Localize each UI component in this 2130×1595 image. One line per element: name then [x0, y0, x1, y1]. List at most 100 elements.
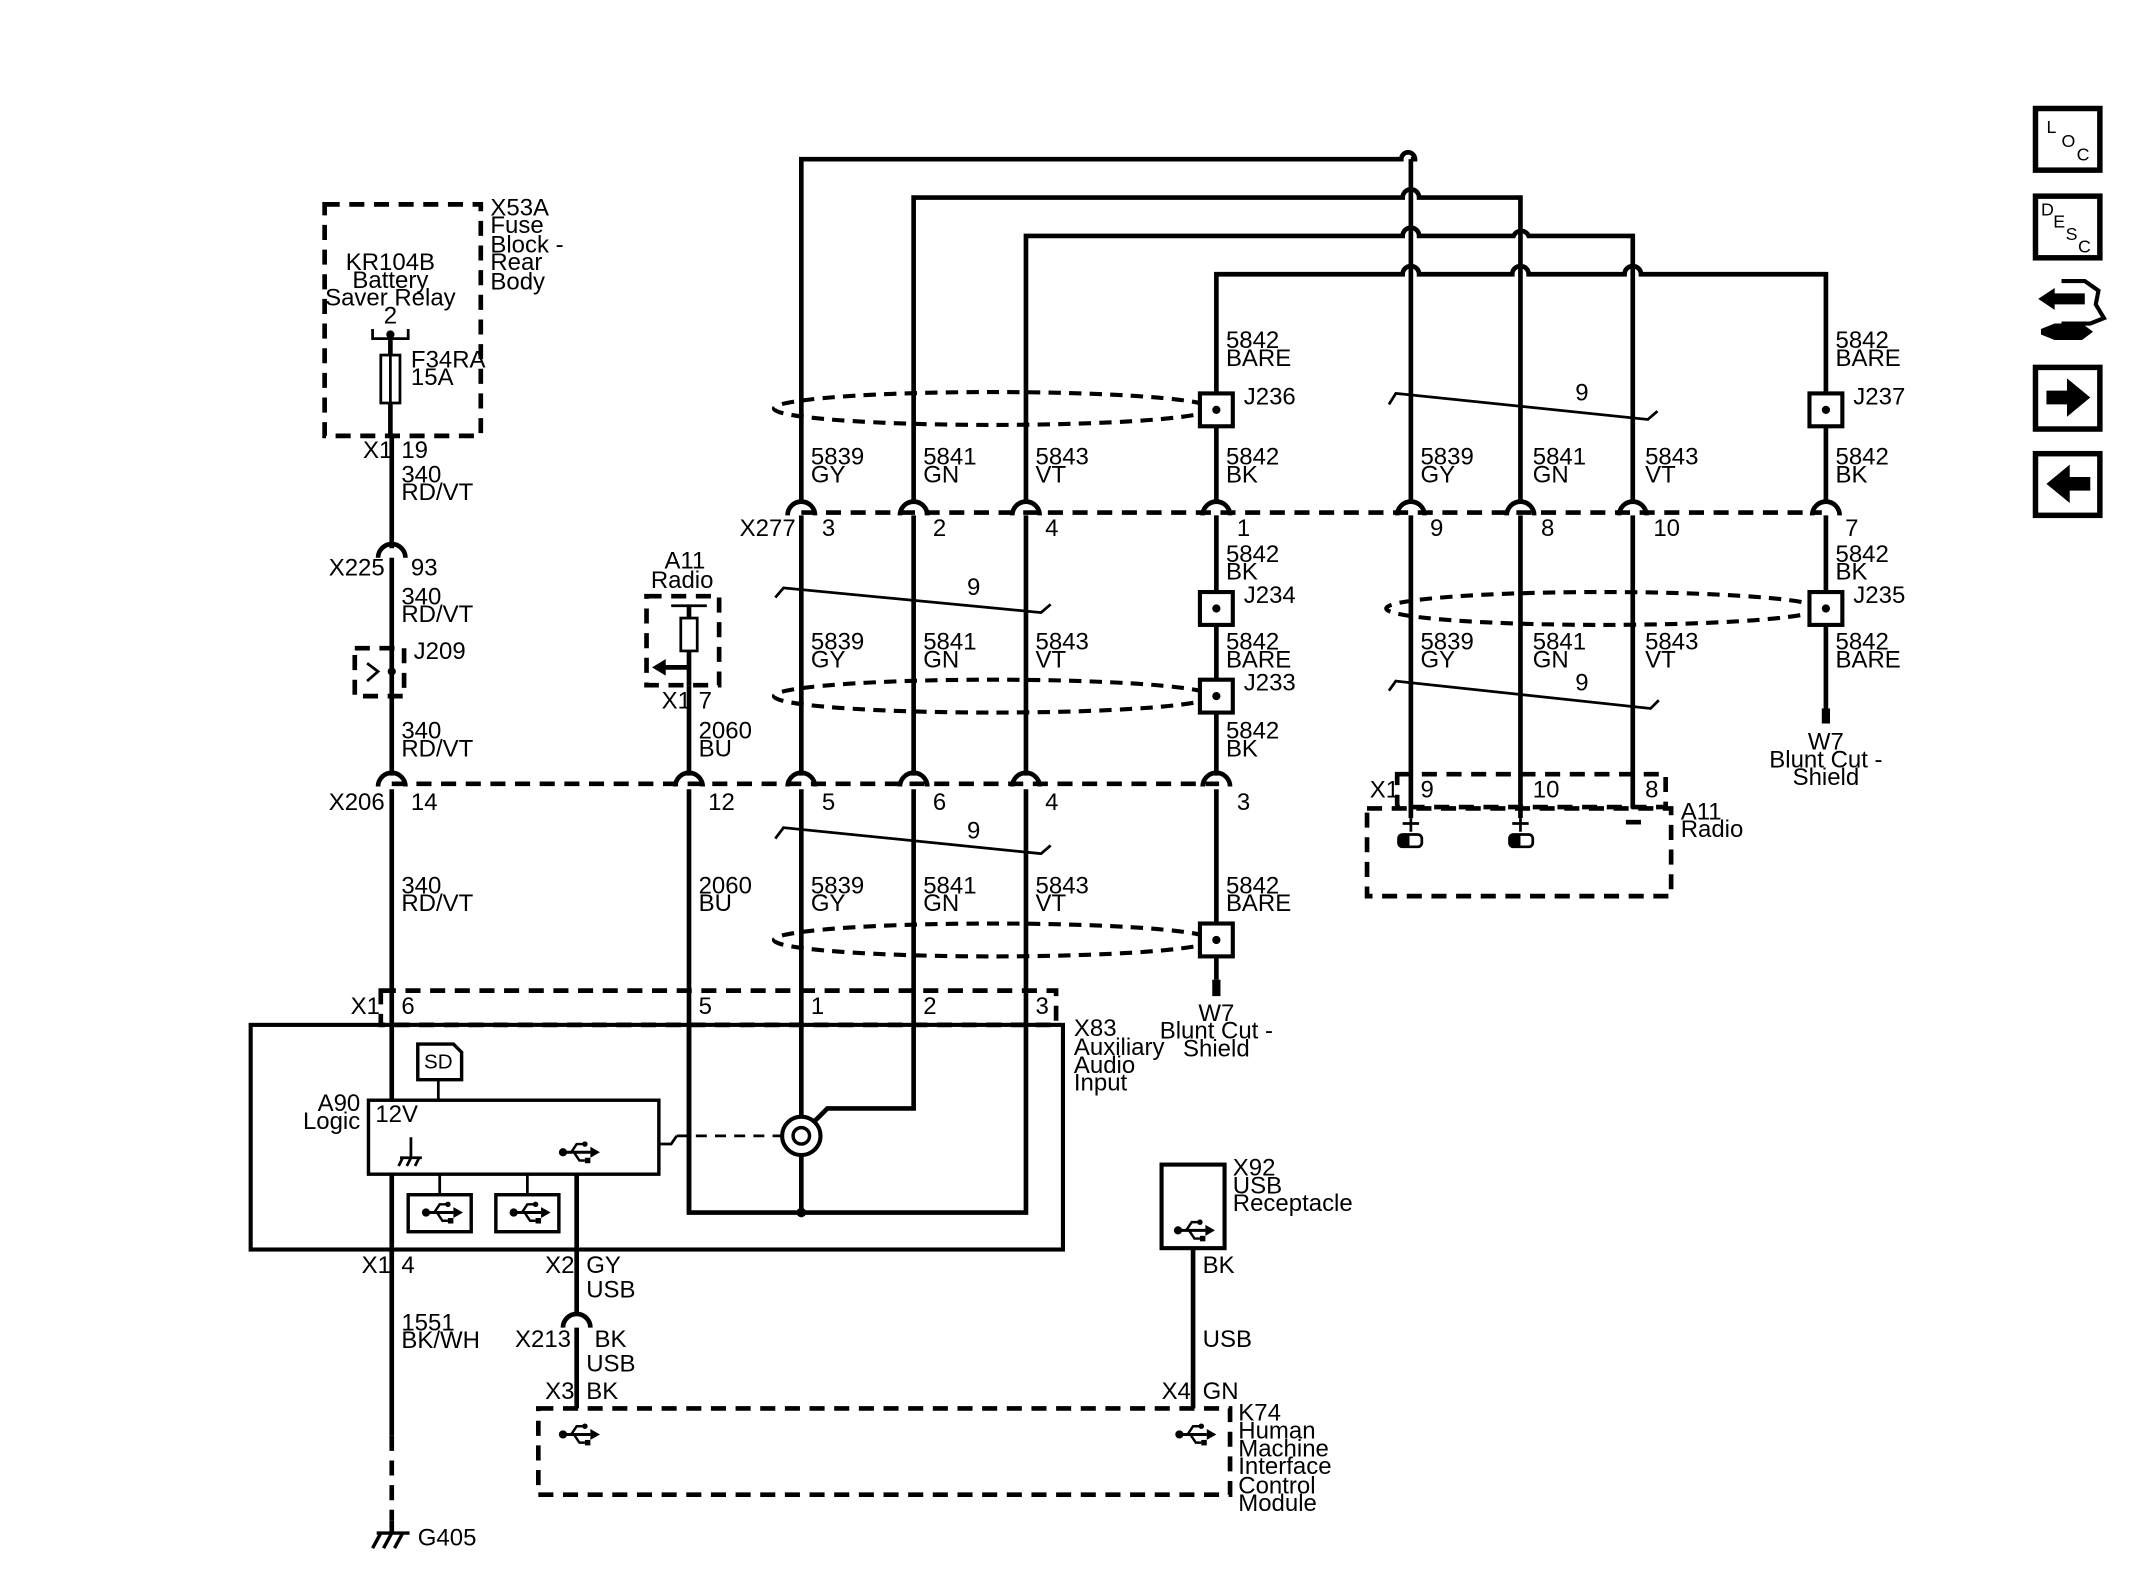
w5841-f-1: 5841	[923, 872, 976, 899]
wire-label-2060: 2060	[699, 718, 752, 745]
k74-ref: K74	[1238, 1400, 1281, 1427]
fuse-block-ref: X53A	[490, 194, 549, 221]
x92-ref: X92	[1233, 1155, 1276, 1182]
relay-ref: KR104B	[346, 249, 435, 276]
w5842-bk-e-2: BK	[1835, 559, 1867, 586]
arrow-right-icon	[2046, 378, 2091, 417]
w5842-bare-e-1: 5842	[1835, 629, 1888, 656]
x213-usb: USB	[586, 1350, 635, 1377]
a90-logic-box	[366, 1098, 661, 1176]
j235-label: J235	[1853, 582, 1905, 609]
x206-ref: X206	[329, 789, 385, 816]
k74-name-5: Module	[1238, 1490, 1317, 1517]
ground-ref: G405	[418, 1524, 477, 1551]
wire-color-340c: RD/VT	[401, 735, 473, 762]
twist-count-upper-right: 9	[1575, 379, 1588, 406]
j209-label: J209	[414, 638, 466, 665]
wire-label-1551: 1551	[401, 1309, 454, 1336]
k74-name-4: Control	[1238, 1472, 1315, 1499]
splice-j237	[1809, 393, 1842, 426]
connector-wrench-icon[interactable]	[2038, 279, 2107, 340]
splice-j236	[1200, 393, 1233, 426]
middle-left-section: 5842 BK J234 5842 BARE 9 5839 GY 5841 GN…	[771, 515, 1296, 776]
w5839-e-1: 5839	[1420, 629, 1473, 656]
wire-340-path: 340 RD/VT X225 93 340 RD/VT J209 340 RD/…	[329, 435, 474, 1025]
x92-name-2: Receptacle	[1233, 1190, 1353, 1217]
a11-top-name: Radio	[651, 567, 714, 594]
w5841-b-1: 5841	[1533, 444, 1586, 471]
next-page-button[interactable]	[2032, 364, 2103, 432]
w5839-f-1: 5839	[811, 872, 864, 899]
ground-icon	[371, 1531, 410, 1549]
w5839-b-2: GY	[1420, 461, 1455, 488]
desc-letter-2: E	[2053, 212, 2065, 232]
w5842-bare-f-1: 5842	[1226, 872, 1279, 899]
w5842-bk-e-1: 5842	[1835, 541, 1888, 568]
x206-pin-6: 6	[933, 789, 946, 816]
wire-color-1551: BK/WH	[401, 1327, 480, 1354]
x277-ref: X277	[740, 515, 796, 542]
relay-name-1: Battery	[352, 267, 428, 294]
w5842-bk-a-1: 5842	[1226, 444, 1279, 471]
fuse-block-name-3: Rear	[490, 249, 542, 276]
relay-name-2: Saver Relay	[325, 285, 456, 312]
loc-letter-1: L	[2046, 117, 2056, 137]
x206-connector: X206 14 12 5 6 4 3	[329, 773, 1250, 816]
w5841-c-1: 5841	[923, 629, 976, 656]
w5843-a-2: VT	[1036, 461, 1067, 488]
fuse-block-name-1: Fuse	[490, 212, 543, 239]
sd-card-icon	[416, 1042, 464, 1082]
splice-j234	[1200, 592, 1233, 625]
top-loop-wires	[798, 150, 1829, 503]
j234-label: J234	[1244, 582, 1296, 609]
k74-hmi-module	[535, 1406, 1233, 1498]
middle-right-section: 5842 BK J235 5842 BARE W7 Blunt Cut - Sh…	[1364, 515, 1905, 899]
x92-pin: BK	[1203, 1252, 1235, 1279]
previous-page-button[interactable]	[2032, 450, 2103, 519]
x83-out-usb: USB	[586, 1276, 635, 1303]
w5842-bk-d-1: 5842	[1226, 718, 1279, 745]
x92-name-1: USB	[1233, 1172, 1282, 1199]
wire-color-2060b: BU	[699, 890, 732, 917]
w5839-f-2: GY	[811, 890, 846, 917]
w5841-a-1: 5841	[923, 444, 976, 471]
x83-pin-6: 6	[401, 993, 414, 1020]
a11-right-pin-8: 8	[1645, 777, 1658, 804]
splice-j209	[352, 645, 407, 699]
fuse-ref: F34RA	[411, 346, 486, 373]
j237-label: J237	[1853, 383, 1905, 410]
loc-letter-2: O	[2062, 131, 2076, 151]
twist-count-lower: 9	[967, 818, 980, 845]
w5842-bare-top-r1: 5842	[1835, 327, 1888, 354]
w7-right-name-1: Blunt Cut -	[1769, 746, 1882, 773]
k74-name-1: Human	[1238, 1418, 1315, 1445]
wire-label-340b: 340	[401, 583, 441, 610]
x83-out-x1-pin: 4	[401, 1252, 414, 1279]
w5841-f-2: GN	[923, 890, 959, 917]
lower-shielded-section: 9 5839 GY 5841 GN 5843 VT 5842 BARE W7 B…	[771, 789, 1291, 1062]
usb-icon-k74-left	[557, 1421, 602, 1447]
description-button[interactable]: D E S C	[2032, 193, 2103, 261]
w5842-bare-f-2: BARE	[1226, 890, 1291, 917]
w7-right-name-2: Shield	[1793, 764, 1860, 791]
desc-letter-1: D	[2041, 199, 2054, 219]
w5842-bare-e-2: BARE	[1835, 646, 1900, 673]
x83-aux-audio-input: X1 6 5 1 2 3 X83 Auxiliary Audio Input S…	[248, 988, 1165, 1252]
x277-pin-8: 8	[1541, 515, 1554, 542]
wire-color-2060: BU	[699, 735, 732, 762]
w5842-bk-a-2: BK	[1226, 461, 1258, 488]
wire-label-340d: 340	[401, 872, 441, 899]
k74-x3-pin: BK	[586, 1378, 618, 1405]
location-button[interactable]: L O C	[2032, 105, 2103, 173]
w5841-a-2: GN	[923, 461, 959, 488]
w5839-a-2: GY	[811, 461, 846, 488]
k74-x4-pin: GN	[1203, 1378, 1239, 1405]
x206-pin-14: 14	[411, 789, 438, 816]
w5842-bk-c-1: 5842	[1226, 541, 1279, 568]
bottom-wiring: X1 4 1551 BK/WH G405 X2 GY USB X213 BK U…	[362, 1155, 1353, 1552]
x83-name-1: Auxiliary	[1074, 1034, 1165, 1061]
wire-label-2060b: 2060	[699, 872, 752, 899]
a11-top-ref: A11	[664, 548, 705, 575]
arrow-left-icon	[2046, 464, 2091, 503]
a11-right-conn: X1	[1370, 777, 1399, 804]
